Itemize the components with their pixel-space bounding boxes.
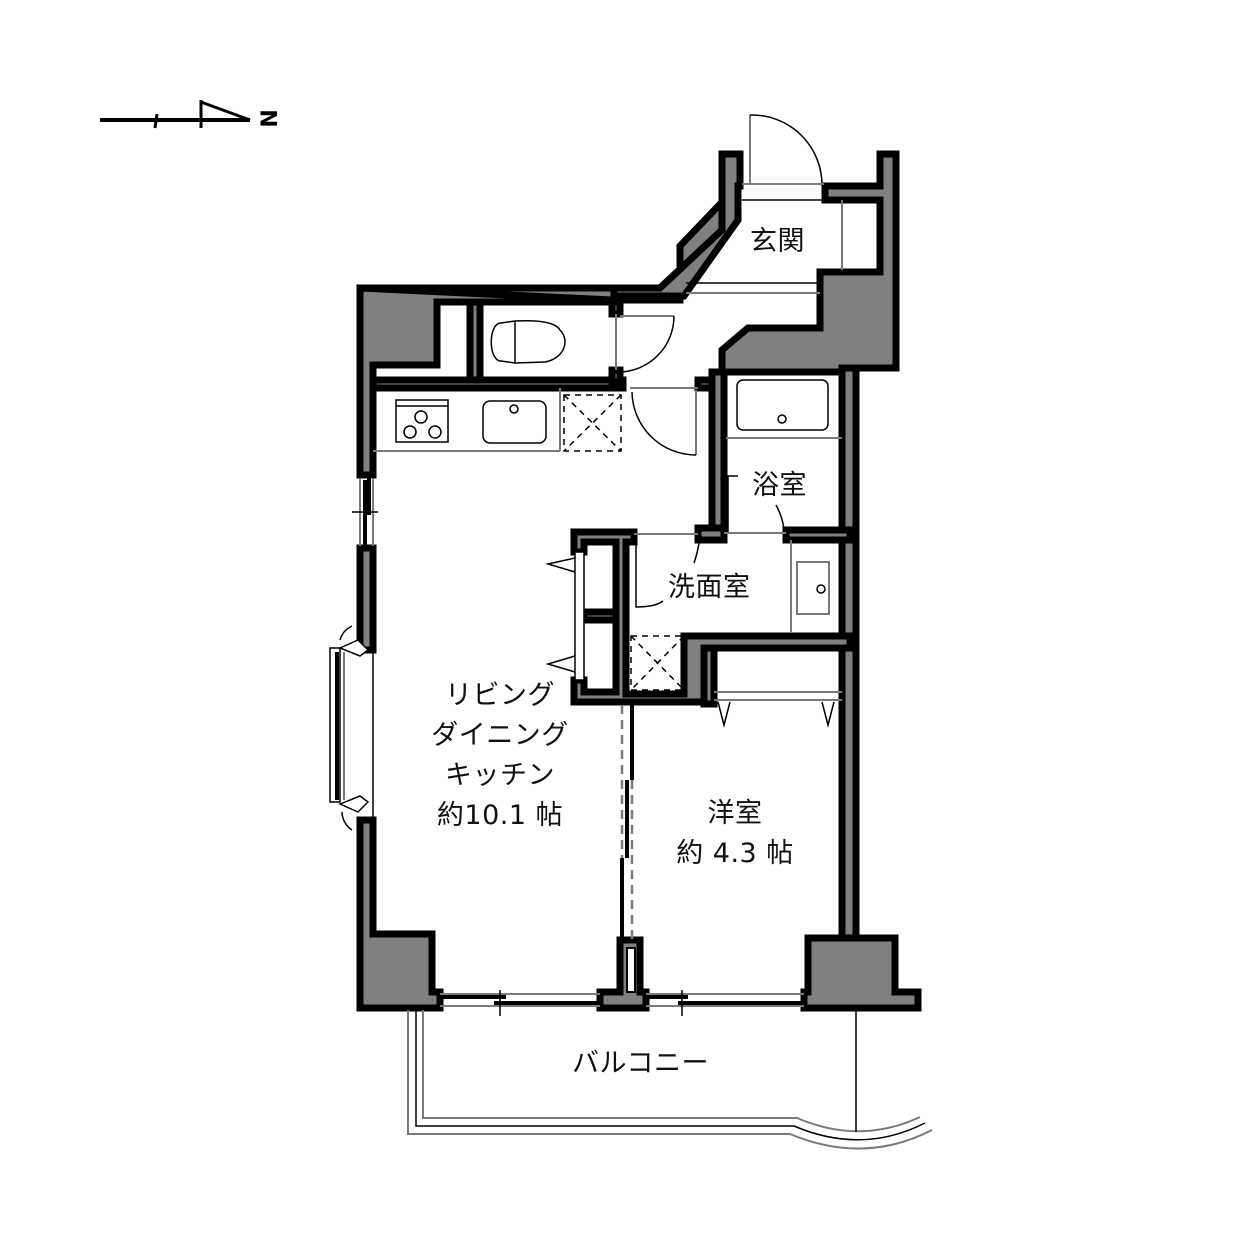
ldk-line-1: リビング	[445, 680, 555, 711]
bath-door[interactable]	[724, 475, 786, 534]
room-label-entrance: 玄関	[750, 226, 805, 257]
wall-bottom-right	[800, 926, 922, 1012]
bay-window[interactable]	[329, 625, 374, 831]
closet-doors[interactable]	[545, 551, 585, 681]
wall-bath-bottom-right	[782, 526, 854, 544]
wall-toilet-door-bottom	[608, 366, 624, 386]
wall-bottom-left	[356, 816, 444, 1012]
hall-door[interactable]	[630, 387, 698, 456]
balcony-window-right[interactable]	[646, 990, 804, 1016]
room-label-washroom: 洗面室	[668, 572, 751, 603]
ldk-line-3: キッチン	[445, 760, 555, 791]
ldk-line-2: ダイニング	[431, 720, 569, 751]
compass-arrow-icon	[100, 100, 251, 129]
pipe-shaft	[626, 947, 636, 993]
bathtub	[726, 379, 842, 439]
washroom-fixtures	[630, 533, 830, 691]
balcony-window-left[interactable]	[440, 990, 600, 1016]
western-room-name: 洋室	[707, 798, 763, 829]
toilet-door[interactable]	[615, 314, 675, 373]
western-room-area: 約 4.3 帖	[676, 838, 794, 869]
wall-storage-left	[700, 644, 718, 708]
toilet	[490, 319, 566, 364]
ldk-area: 約10.1 帖	[436, 800, 564, 831]
wall-bottom-middle	[596, 936, 650, 1012]
room-label-western: 洋室 約 4.3 帖	[650, 794, 820, 874]
wall-closet-divider	[580, 608, 620, 624]
entrance-door[interactable]	[686, 114, 843, 294]
compass-north-label: N	[254, 109, 280, 128]
balcony-railing	[407, 1010, 933, 1150]
kitchen-counter	[373, 388, 622, 452]
wall-kitchen-top	[369, 376, 627, 392]
storage-doors[interactable]	[714, 691, 842, 728]
room-label-bath: 浴室	[752, 470, 807, 501]
room-label-balcony: バルコニー	[572, 1048, 709, 1079]
wall-left-1	[356, 544, 377, 654]
wall-bath-bottom-left	[694, 524, 728, 544]
left-window-small[interactable]	[352, 478, 378, 546]
sliding-partition[interactable]	[620, 704, 634, 940]
wall-bath-left	[708, 368, 728, 536]
room-label-ldk: リビング ダイニング キッチン 約10.1 帖	[410, 676, 590, 836]
wall-right	[838, 364, 860, 942]
wall-toilet-door-top	[608, 298, 624, 318]
wall-entrance-diagonal	[610, 150, 744, 300]
wall-toilet-left	[466, 298, 484, 384]
